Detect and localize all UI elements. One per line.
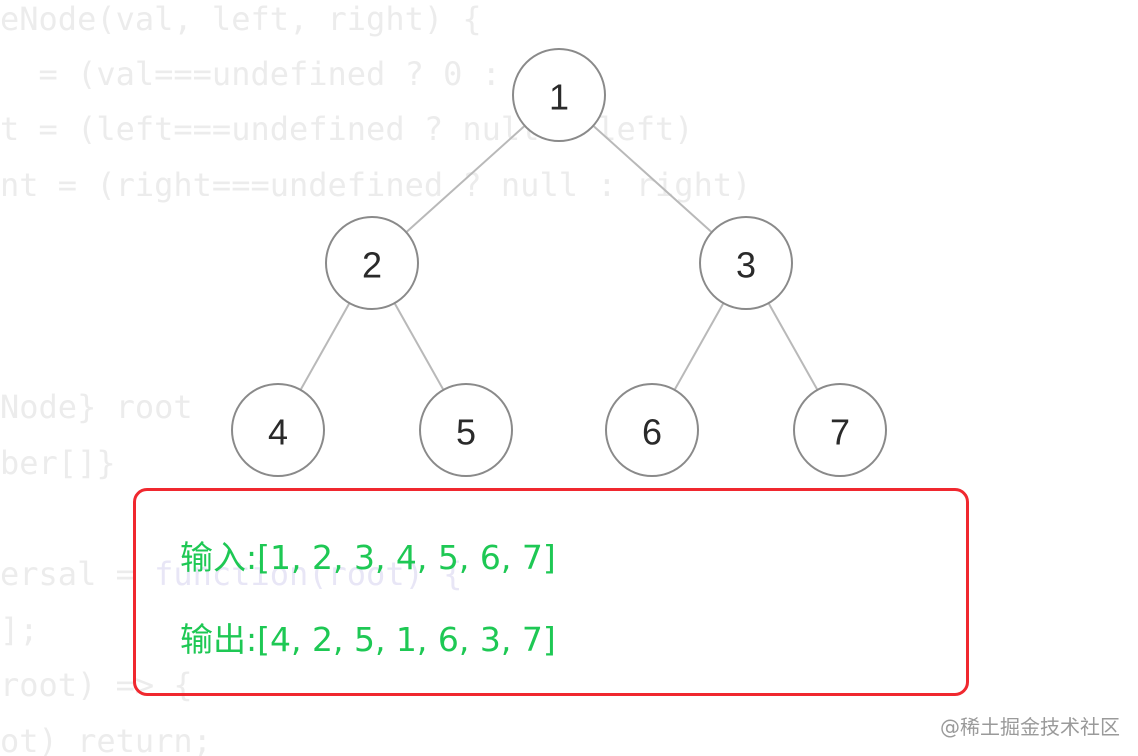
tree-node-circle: [419, 383, 513, 477]
output-array-text: 输出:[4, 2, 5, 1, 6, 3, 7]: [180, 620, 556, 659]
tree-node-5: 5: [419, 383, 513, 477]
tree-node-4: 4: [231, 383, 325, 477]
tree-edge-n3-n6: [673, 302, 725, 391]
tree-node-2: 2: [325, 216, 419, 310]
tree-node-1: 1: [512, 48, 606, 142]
watermark: @稀土掘金技术社区: [940, 715, 1120, 739]
tree-node-label: 3: [736, 245, 756, 286]
tree-node-label: 4: [268, 412, 288, 453]
tree-edge-n2-n4: [299, 302, 351, 391]
input-array-text: 输入:[1, 2, 3, 4, 5, 6, 7]: [180, 538, 556, 577]
tree-node-circle: [512, 48, 606, 142]
result-box: [133, 488, 969, 696]
tree-node-6: 6: [605, 383, 699, 477]
tree-node-circle: [325, 216, 419, 310]
tree-node-circle: [231, 383, 325, 477]
tree-edge-n1-n2: [405, 124, 526, 234]
tree-node-label: 7: [830, 412, 850, 453]
tree-node-label: 5: [456, 412, 476, 453]
tree-node-label: 6: [642, 412, 662, 453]
tree-node-circle: [793, 383, 887, 477]
tree-node-7: 7: [793, 383, 887, 477]
tree-edge-n2-n5: [393, 302, 445, 391]
tree-edge-n1-n3: [592, 124, 713, 234]
tree-node-circle: [605, 383, 699, 477]
tree-node-circle: [699, 216, 793, 310]
tree-edge-n3-n7: [767, 302, 819, 391]
tree-node-3: 3: [699, 216, 793, 310]
tree-node-label: 2: [362, 245, 382, 286]
tree-node-label: 1: [549, 77, 569, 118]
